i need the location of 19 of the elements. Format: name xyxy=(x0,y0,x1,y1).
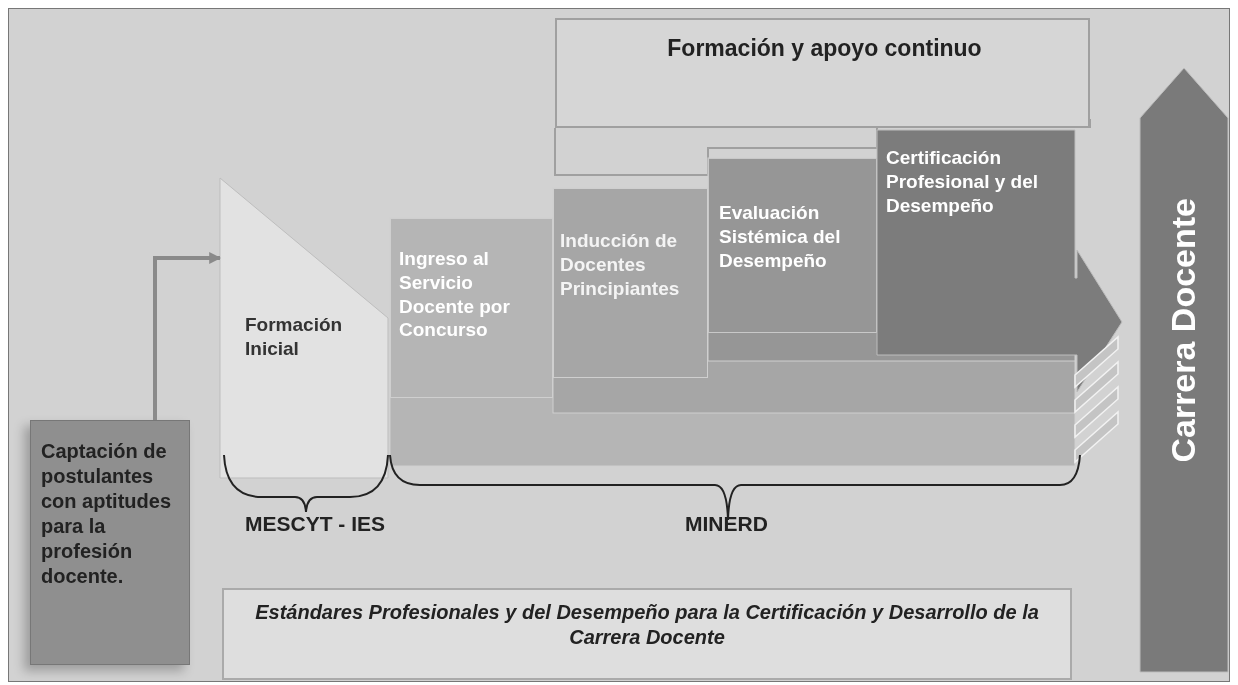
step-panel xyxy=(708,158,877,333)
group-label: MESCYT - IES xyxy=(245,512,386,536)
node-text: Captación de postulantes con aptitudes para la profesión docente. xyxy=(41,439,172,589)
group-label: MINERD xyxy=(685,512,768,536)
step-panel xyxy=(553,188,708,378)
up-arrow-shape xyxy=(1140,68,1228,672)
group-frame xyxy=(555,18,1090,128)
caption-box xyxy=(222,588,1072,680)
node-text: Inducción de Docentes Principiantes xyxy=(560,229,681,301)
node-text: Carrera Docente xyxy=(1163,198,1203,463)
node-text: Estándares Profesionales y del Desempeño para la Certificación y Desarrollo de la Carrera Docente xyxy=(254,600,1040,650)
node-text: Evaluación Sistémica del Desempeño xyxy=(719,201,842,273)
arrow xyxy=(153,252,222,420)
process-box xyxy=(30,420,190,665)
node-text: Ingreso al Servicio Docente por Concurso xyxy=(399,247,511,342)
triangle-shape xyxy=(220,178,390,478)
node-text: Formación y apoyo continuo xyxy=(666,34,983,63)
step-panel xyxy=(390,218,553,398)
node-text: Formación Inicial xyxy=(245,313,344,361)
